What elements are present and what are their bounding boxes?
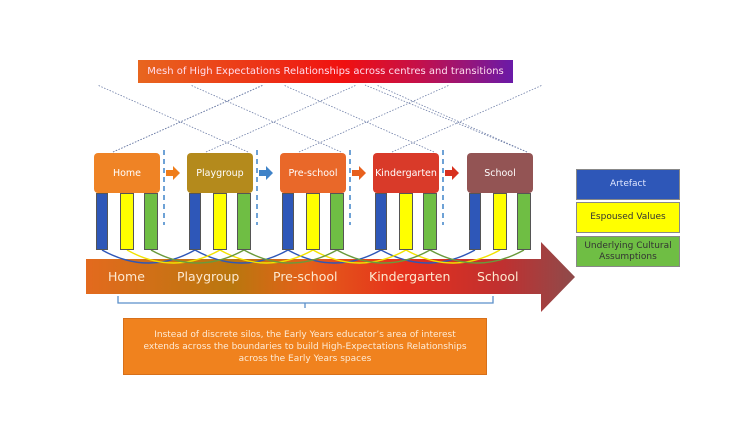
pillar-espoused-values-kindergarten	[399, 193, 413, 250]
relationship-mesh	[97, 84, 543, 153]
connection-curve	[429, 249, 525, 264]
pillar-artefact-playgroup	[189, 193, 201, 250]
stage-box-school: School	[467, 153, 533, 193]
connection-curve	[126, 249, 221, 264]
transition-arrow-icon	[166, 165, 180, 180]
connection-curve	[336, 249, 431, 264]
stage-box-preschool: Pre-school	[280, 153, 346, 193]
pillar-assumptions-playgroup	[237, 193, 251, 250]
connection-curve	[287, 249, 382, 264]
legend-espoused-values: Espoused Values	[576, 202, 680, 233]
transition-arrow-icon	[445, 165, 459, 180]
pillar-assumptions-kindergarten	[423, 193, 437, 250]
stage-box-playgroup: Playgroup	[187, 153, 253, 193]
connection-curves	[101, 249, 525, 264]
mesh-line	[283, 84, 435, 153]
pillar-assumptions-home	[144, 193, 158, 250]
connection-curve	[219, 249, 314, 264]
pillar-espoused-values-playgroup	[213, 193, 227, 250]
transition-arrow-icon	[259, 165, 273, 180]
pillar-assumptions-preschool	[330, 193, 344, 250]
stage-dividers	[163, 150, 444, 225]
mesh-line	[364, 84, 528, 153]
mesh-title-banner: Mesh of High Expectations Relationships …	[138, 60, 513, 83]
pillar-assumptions-school	[517, 193, 531, 250]
mesh-line	[298, 84, 450, 153]
connection-curve	[405, 249, 501, 264]
pillar-artefact-home	[96, 193, 108, 250]
connection-curve	[380, 249, 476, 264]
span-bracket	[117, 296, 494, 308]
pillar-espoused-values-home	[120, 193, 134, 250]
timeline-label-playgroup: Playgroup	[177, 269, 240, 284]
timeline-label-preschool: Pre-school	[273, 269, 338, 284]
legend-underlying-assumptions: Underlying Cultural Assumptions	[576, 236, 680, 267]
transition-arrow-icon	[352, 165, 366, 180]
timeline-label-home: Home	[108, 269, 145, 284]
mesh-line	[97, 84, 249, 153]
pillar-artefact-preschool	[282, 193, 294, 250]
pillar-espoused-values-school	[493, 193, 507, 250]
mesh-line	[376, 84, 528, 153]
explanation-note: Instead of discrete silos, the Early Yea…	[123, 318, 487, 375]
mesh-line	[190, 84, 342, 153]
pillar-espoused-values-preschool	[306, 193, 320, 250]
timeline-labels: Home Playgroup Pre-school Kindergarten S…	[86, 259, 541, 294]
mesh-line	[205, 84, 357, 153]
timeline-label-kindergarten: Kindergarten	[369, 269, 451, 284]
connection-curve	[243, 249, 338, 264]
stage-box-home: Home	[94, 153, 160, 193]
connection-curve	[150, 249, 245, 264]
connection-curve	[101, 249, 196, 264]
stage-box-kindergarten: Kindergarten	[373, 153, 439, 193]
mesh-line	[112, 84, 264, 153]
connection-curve	[312, 249, 407, 264]
pillar-artefact-kindergarten	[375, 193, 387, 250]
mesh-line	[391, 84, 543, 153]
timeline-label-school: School	[477, 269, 519, 284]
connection-curve	[194, 249, 289, 264]
legend-artefact: Artefact	[576, 169, 680, 200]
pillar-artefact-school	[469, 193, 481, 250]
